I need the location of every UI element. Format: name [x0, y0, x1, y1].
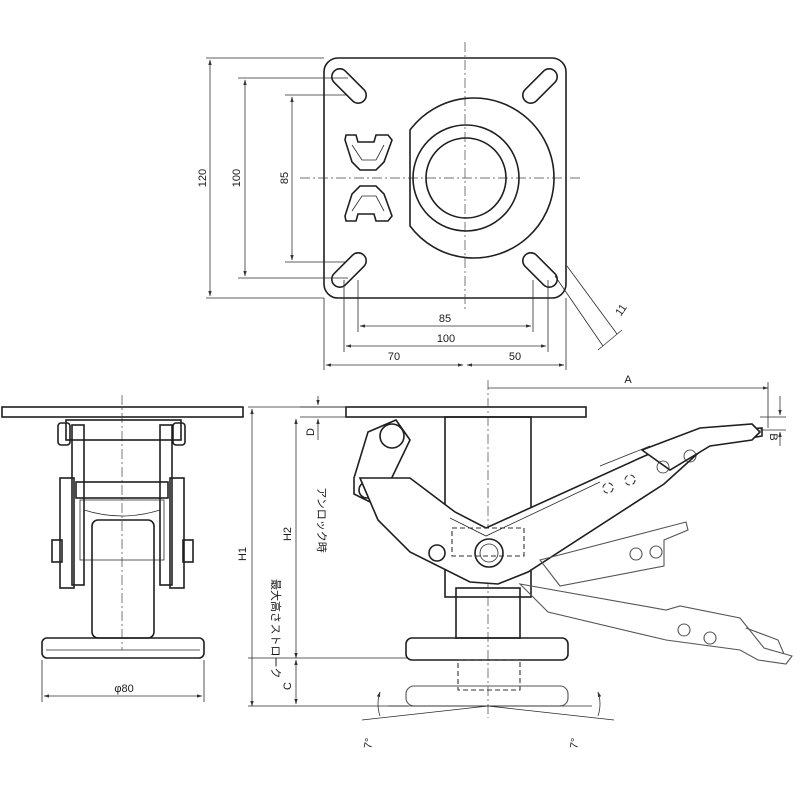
front-bracket-top	[65, 419, 182, 441]
dim-phi80-label: φ80	[114, 683, 133, 695]
tilt-line-left	[361, 705, 489, 721]
front-crossbar	[75, 481, 169, 499]
corner-slot-bottom-right	[522, 252, 558, 288]
lever-unlocked-position-1	[539, 521, 689, 587]
front-post	[91, 519, 155, 639]
dim-85-vertical-label: 85	[279, 172, 291, 184]
side-post-extended	[457, 659, 521, 691]
dim-120-label: 120	[197, 169, 209, 187]
lock-bracket-upper	[344, 134, 393, 171]
dim-100-vertical-label: 100	[231, 169, 243, 187]
corner-slot-top-left	[331, 68, 367, 104]
swivel-middle-ring	[412, 124, 520, 232]
label-stroke: ストローク	[269, 624, 282, 679]
corner-slot-bottom-left	[331, 252, 367, 288]
lever-unlocked-position-2	[518, 583, 793, 665]
dim-11-line	[597, 329, 623, 351]
lever-pedal	[640, 423, 762, 471]
dim-11-label: 11	[613, 302, 629, 318]
dim-70-label: 70	[388, 351, 400, 363]
front-leg-left	[71, 424, 85, 586]
front-top-plate	[1, 406, 244, 418]
swivel-inner-ring	[425, 137, 507, 219]
lock-bracket-lower	[344, 185, 393, 222]
dim-B-label: B	[767, 433, 779, 440]
side-view: A B D H1 H2 最大高さ アンロック時 ストローク C 7°	[237, 374, 793, 750]
angle-right-label: 7°	[568, 737, 582, 749]
dim-D-label: D	[305, 428, 317, 436]
dim-H2-label: H2	[282, 527, 294, 541]
dim-85-horizontal-label: 85	[439, 313, 451, 325]
pivot-upper	[379, 423, 405, 449]
side-foot-pad-lowered	[405, 685, 569, 707]
side-post	[455, 587, 521, 639]
side-top-plate	[345, 406, 587, 418]
dim-H1-label: H1	[237, 547, 249, 561]
front-foot-pad	[41, 637, 205, 659]
label-unlock: アンロック時	[315, 487, 328, 553]
dim-A-label: A	[624, 374, 632, 386]
dim-C-label: C	[282, 682, 294, 690]
corner-slot-top-right	[522, 68, 558, 104]
side-foot-pad	[405, 637, 569, 661]
swivel-outer-ring	[409, 97, 555, 259]
tilt-line-right	[487, 705, 615, 721]
label-max-height: 最大高さ	[269, 579, 283, 623]
dim-100-horizontal-label: 100	[437, 333, 455, 345]
top-view: 120 100 85 85 100 70 50 11	[197, 42, 630, 370]
front-view: φ80	[1, 395, 244, 702]
lever-pivot-main	[474, 538, 504, 568]
dim-50-label: 50	[509, 351, 521, 363]
angle-left-label: 7°	[362, 737, 376, 749]
front-leg-right	[159, 424, 173, 586]
